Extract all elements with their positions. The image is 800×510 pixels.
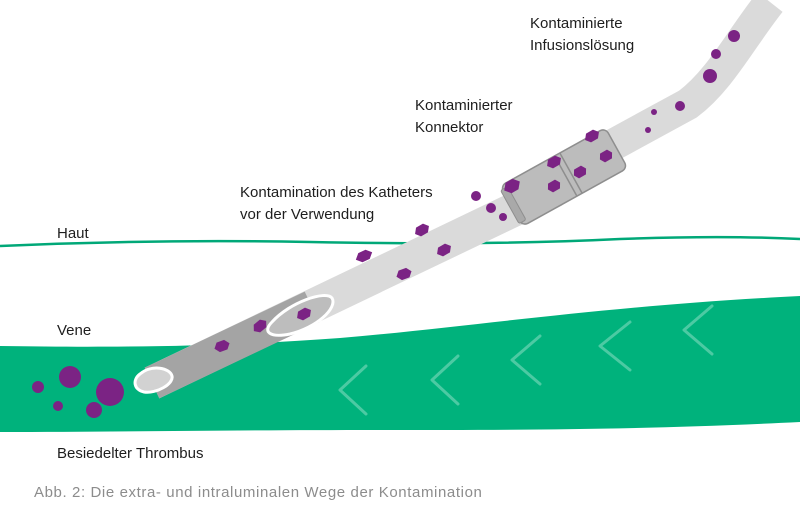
label-vein: Vene: [57, 322, 92, 339]
contamination-particle: [486, 203, 496, 213]
thrombus-particle: [86, 402, 102, 418]
contamination-particle: [297, 307, 311, 321]
blood-flow-arrows: [338, 304, 714, 416]
contamination-particle: [645, 127, 651, 133]
skin-line: [0, 235, 800, 248]
contamination-particle: [355, 249, 373, 263]
thrombus-particle: [59, 366, 81, 388]
connector: [500, 129, 627, 225]
label-connector-line1: Kontaminierter: [415, 97, 513, 114]
contamination-particle: [711, 49, 721, 59]
contamination-particle: [651, 109, 657, 115]
contamination-particle: [547, 179, 561, 193]
contamination-particle: [499, 213, 507, 221]
figure-caption: Abb. 2: Die extra- und intraluminalen We…: [34, 484, 483, 501]
contamination-particle: [437, 243, 451, 257]
contamination-particle: [471, 191, 481, 201]
contamination-particle: [253, 319, 267, 333]
thrombus-particle: [32, 381, 44, 393]
vein: [0, 296, 800, 432]
flow-arrow: [682, 304, 714, 356]
contamination-particle: [599, 149, 613, 163]
flow-arrow: [430, 354, 460, 406]
contamination-particle: [585, 129, 599, 143]
label-connector-line2: Konnektor: [415, 119, 484, 136]
flow-arrow: [598, 320, 632, 372]
contamination-particle: [573, 165, 587, 179]
contamination-particle: [703, 69, 717, 83]
label-skin: Haut: [57, 225, 89, 242]
label-catheter-line1: Kontamination des Katheters: [240, 184, 433, 201]
thrombus-particle: [53, 401, 63, 411]
thrombus-particle: [96, 378, 124, 406]
contamination-particle: [504, 178, 520, 194]
label-catheter-line2: vor der Verwendung: [240, 206, 375, 223]
contamination-particle: [728, 30, 740, 42]
contamination-particle: [214, 339, 230, 353]
flow-arrow: [510, 334, 542, 386]
label-infusion-line1: Kontaminierte: [530, 15, 623, 32]
contamination-particle: [396, 267, 412, 281]
contamination-particle: [415, 223, 429, 237]
label-infusion-line2: Infusionslösung: [530, 37, 635, 54]
label-thrombus: Besiedelter Thrombus: [57, 445, 204, 462]
flow-arrow: [338, 364, 368, 416]
contamination-particle: [675, 101, 685, 111]
thrombus: [32, 366, 124, 418]
contamination-particle: [547, 155, 561, 169]
contamination-particles: [214, 30, 740, 353]
catheter-tip: [133, 366, 174, 394]
infusion-tube: [592, 0, 783, 167]
